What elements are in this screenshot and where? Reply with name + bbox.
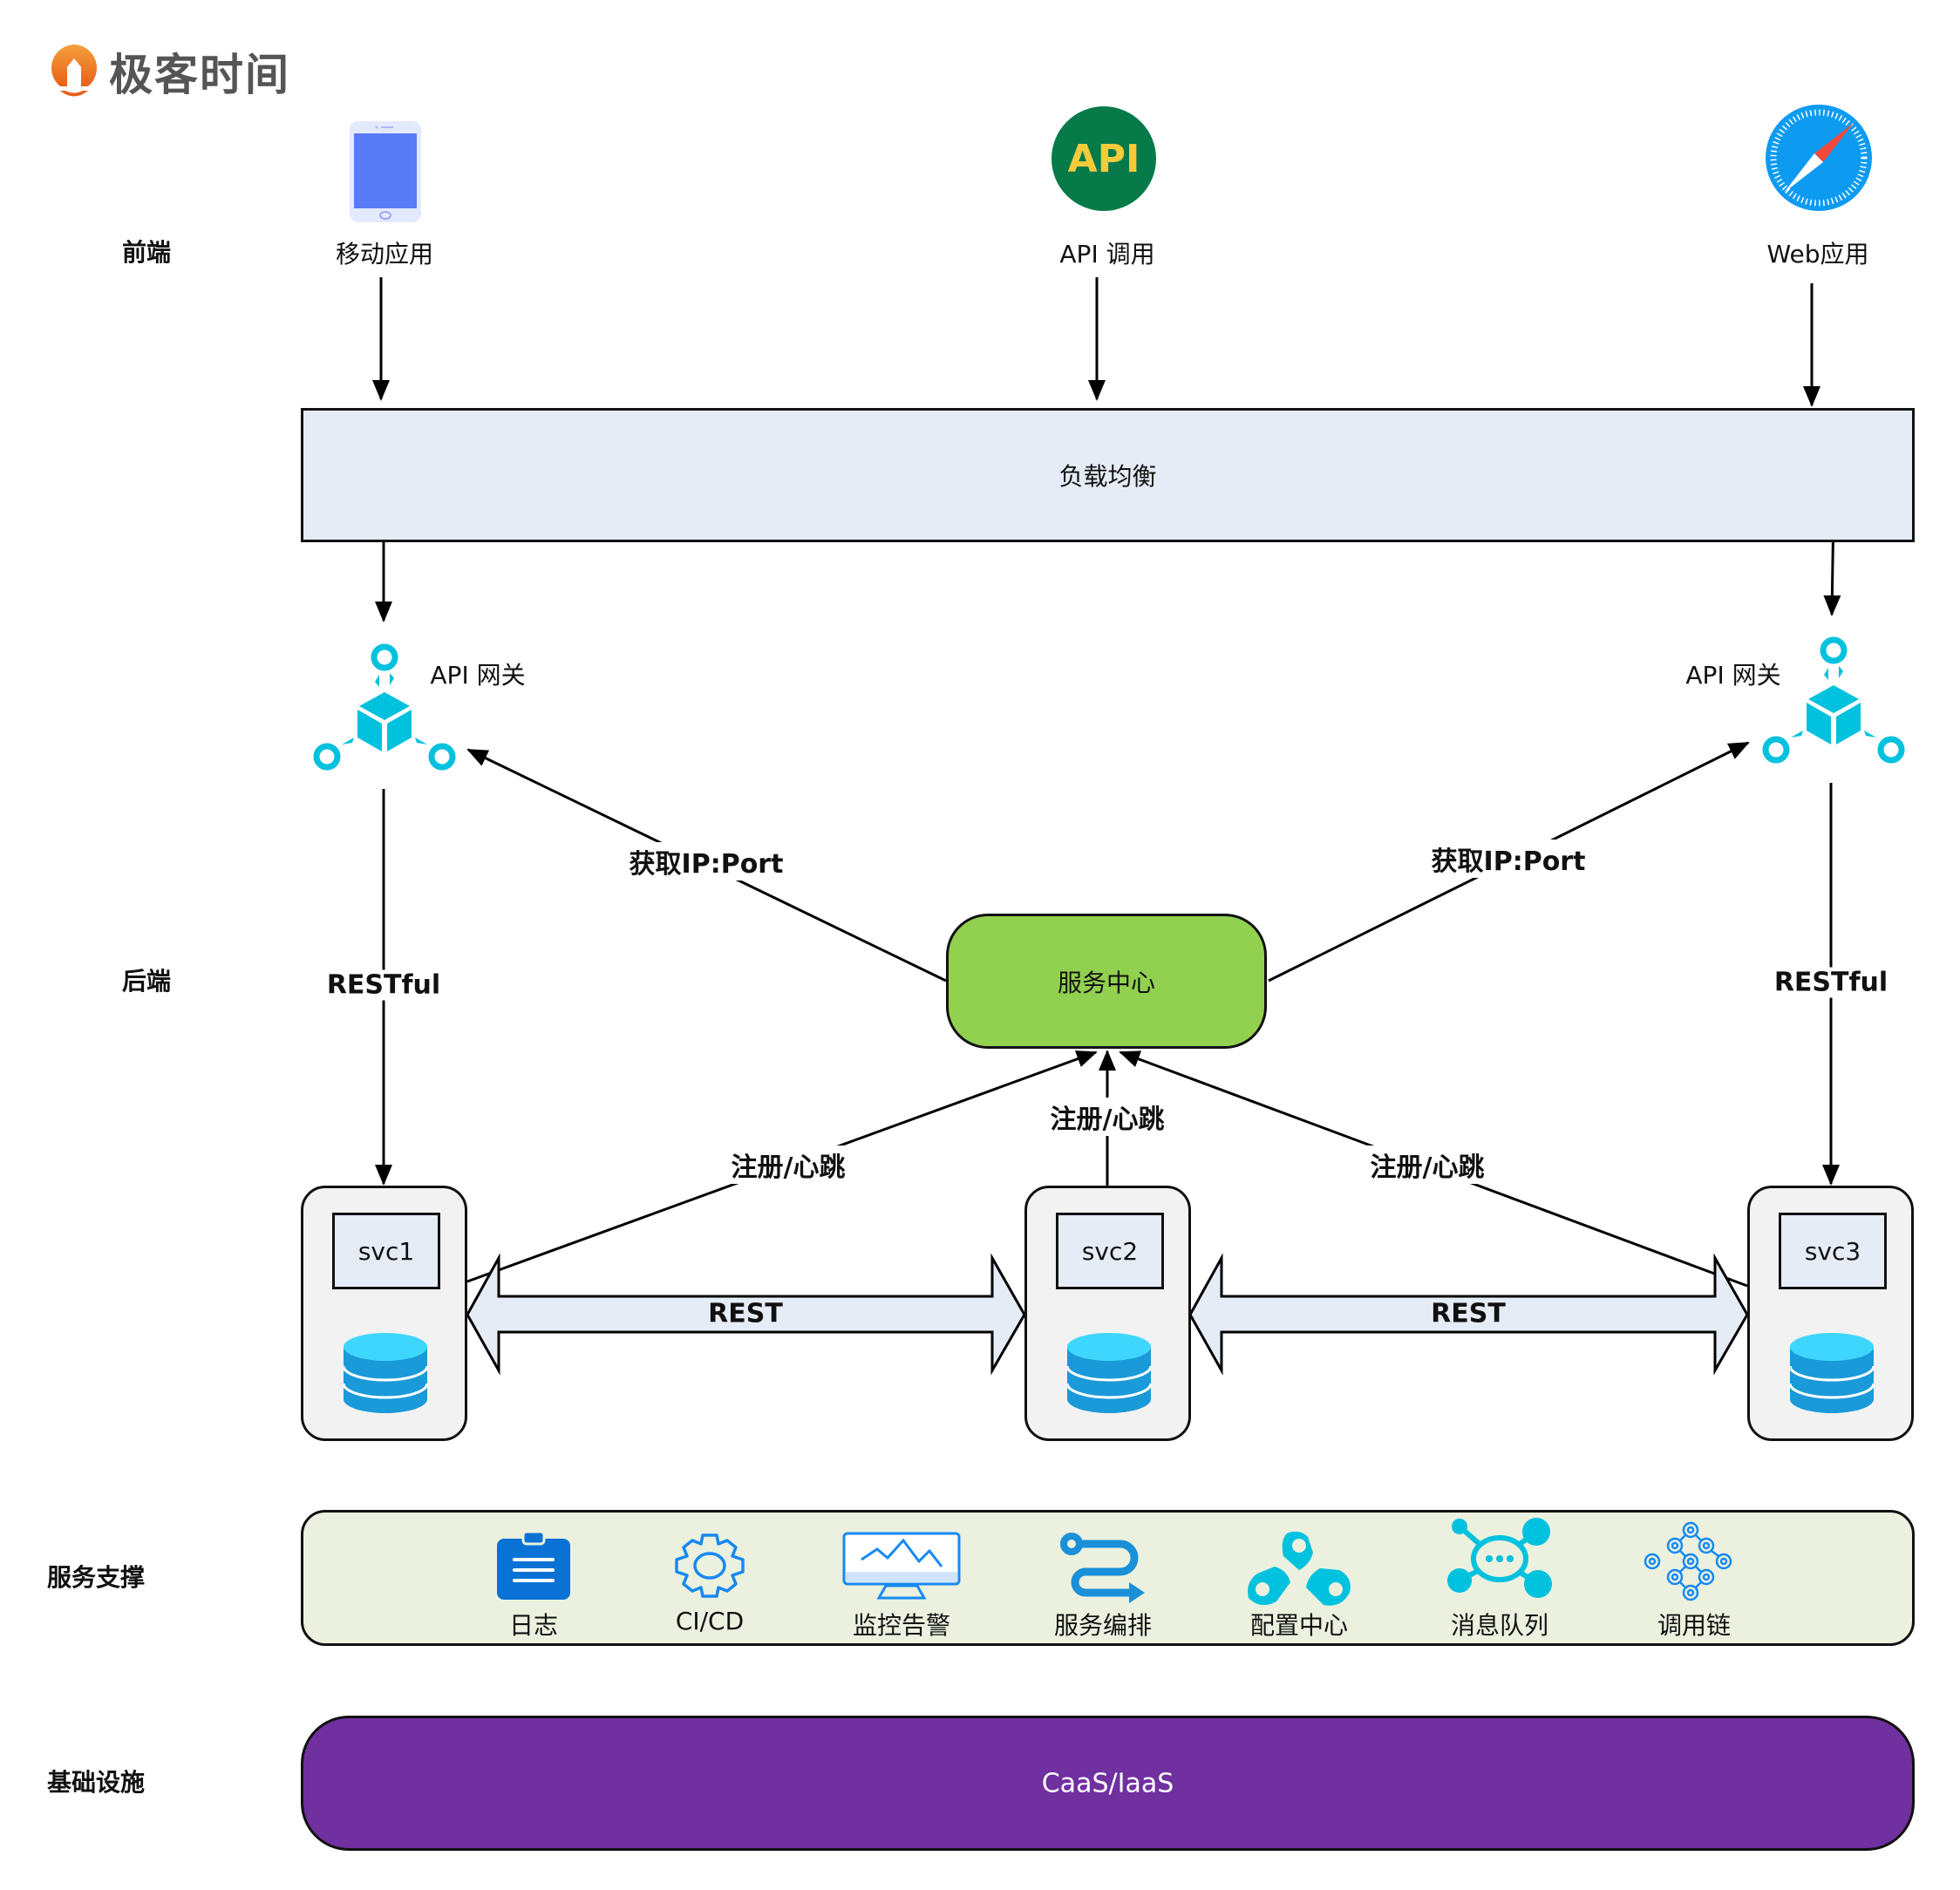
load-balancer-label: 负载均衡 xyxy=(1058,462,1157,491)
layer-label-infrastructure: 基础设施 xyxy=(46,1768,146,1797)
infrastructure-label: CaaS/IaaS xyxy=(1041,1768,1174,1798)
client-label-web: Web应用 xyxy=(1766,240,1869,269)
support-item-log[interactable]: 日志 xyxy=(455,1513,612,1643)
service-box[interactable]: svc3 xyxy=(1779,1213,1887,1289)
layer-label-frontend: 前端 xyxy=(121,238,172,267)
support-label: 日志 xyxy=(508,1611,558,1640)
edge-label-register-left: 注册/心跳 xyxy=(727,1146,849,1184)
support-label: 消息队列 xyxy=(1450,1611,1548,1640)
support-label: 服务编排 xyxy=(1053,1611,1152,1640)
service-center: 服务中心 xyxy=(946,914,1267,1049)
load-balancer: 负载均衡 xyxy=(301,408,1915,542)
brand-logo: 极客时间 xyxy=(48,44,290,100)
service-container-svc2: svc2 xyxy=(1024,1186,1191,1441)
support-item-message-queue[interactable]: 消息队列 xyxy=(1421,1513,1578,1643)
gateway-label-right: API 网关 xyxy=(1685,661,1781,690)
edge-label-register-center: 注册/心跳 xyxy=(1046,1098,1168,1136)
support-label: 监控告警 xyxy=(852,1611,950,1640)
support-label: 配置中心 xyxy=(1249,1611,1348,1640)
edge-label-register-right: 注册/心跳 xyxy=(1366,1146,1488,1184)
service-container-svc1: svc1 xyxy=(301,1186,467,1441)
service-box[interactable]: svc2 xyxy=(1056,1213,1164,1289)
database-icon xyxy=(1067,1333,1151,1413)
config-chain-icon xyxy=(1248,1532,1351,1606)
support-item-orchestration[interactable]: 服务编排 xyxy=(1024,1513,1181,1643)
api-gateway-cube-icon xyxy=(312,643,457,778)
support-item-config-center[interactable]: 配置中心 xyxy=(1221,1513,1378,1643)
monitor-chart-icon xyxy=(842,1532,961,1600)
support-item-call-chain[interactable]: 调用链 xyxy=(1616,1513,1773,1643)
edge-label-discovery-left: 获取IP:Port xyxy=(625,842,787,880)
edge-label-rest-svc2-svc3: REST xyxy=(1427,1298,1509,1329)
service-box[interactable]: svc1 xyxy=(332,1213,440,1289)
api-gateway-cube-icon xyxy=(1761,636,1906,771)
edge-label-rest-svc1-svc2: REST xyxy=(704,1298,786,1329)
brand-name: 极客时间 xyxy=(109,50,290,100)
safari-compass-icon xyxy=(1766,105,1872,214)
geektime-logo-icon xyxy=(51,44,98,97)
service-container-svc3: svc3 xyxy=(1747,1186,1914,1441)
api-icon: API xyxy=(1051,106,1156,214)
client-label-api: API 调用 xyxy=(1059,240,1155,269)
support-item-monitoring[interactable]: 监控告警 xyxy=(823,1513,980,1643)
gear-icon xyxy=(675,1533,745,1598)
svg-text:API: API xyxy=(1068,137,1140,181)
service-center-label: 服务中心 xyxy=(1057,968,1156,997)
support-services-panel: 日志 CI/CD 监控告警 服务编排 xyxy=(301,1510,1915,1646)
route-arrow-icon xyxy=(1060,1533,1145,1603)
edge-label-restful-right: RESTful xyxy=(1770,967,1892,998)
database-icon xyxy=(1790,1333,1874,1413)
support-item-cicd[interactable]: CI/CD xyxy=(631,1513,788,1643)
layer-label-support: 服务支撑 xyxy=(46,1563,146,1592)
client-label-mobile: 移动应用 xyxy=(335,240,434,269)
database-icon xyxy=(344,1333,427,1413)
mobile-phone-icon xyxy=(349,120,422,227)
support-label: 调用链 xyxy=(1657,1611,1731,1640)
gateway-label-left: API 网关 xyxy=(430,661,526,690)
layer-label-backend: 后端 xyxy=(121,967,172,996)
edge-label-discovery-right: 获取IP:Port xyxy=(1427,840,1589,878)
infrastructure-layer: CaaS/IaaS xyxy=(301,1716,1915,1851)
message-queue-icon xyxy=(1447,1518,1552,1598)
log-clipboard-icon xyxy=(497,1532,570,1600)
call-chain-icon xyxy=(1644,1521,1732,1601)
support-label: CI/CD xyxy=(675,1607,745,1635)
edge-label-restful-left: RESTful xyxy=(323,969,445,1001)
